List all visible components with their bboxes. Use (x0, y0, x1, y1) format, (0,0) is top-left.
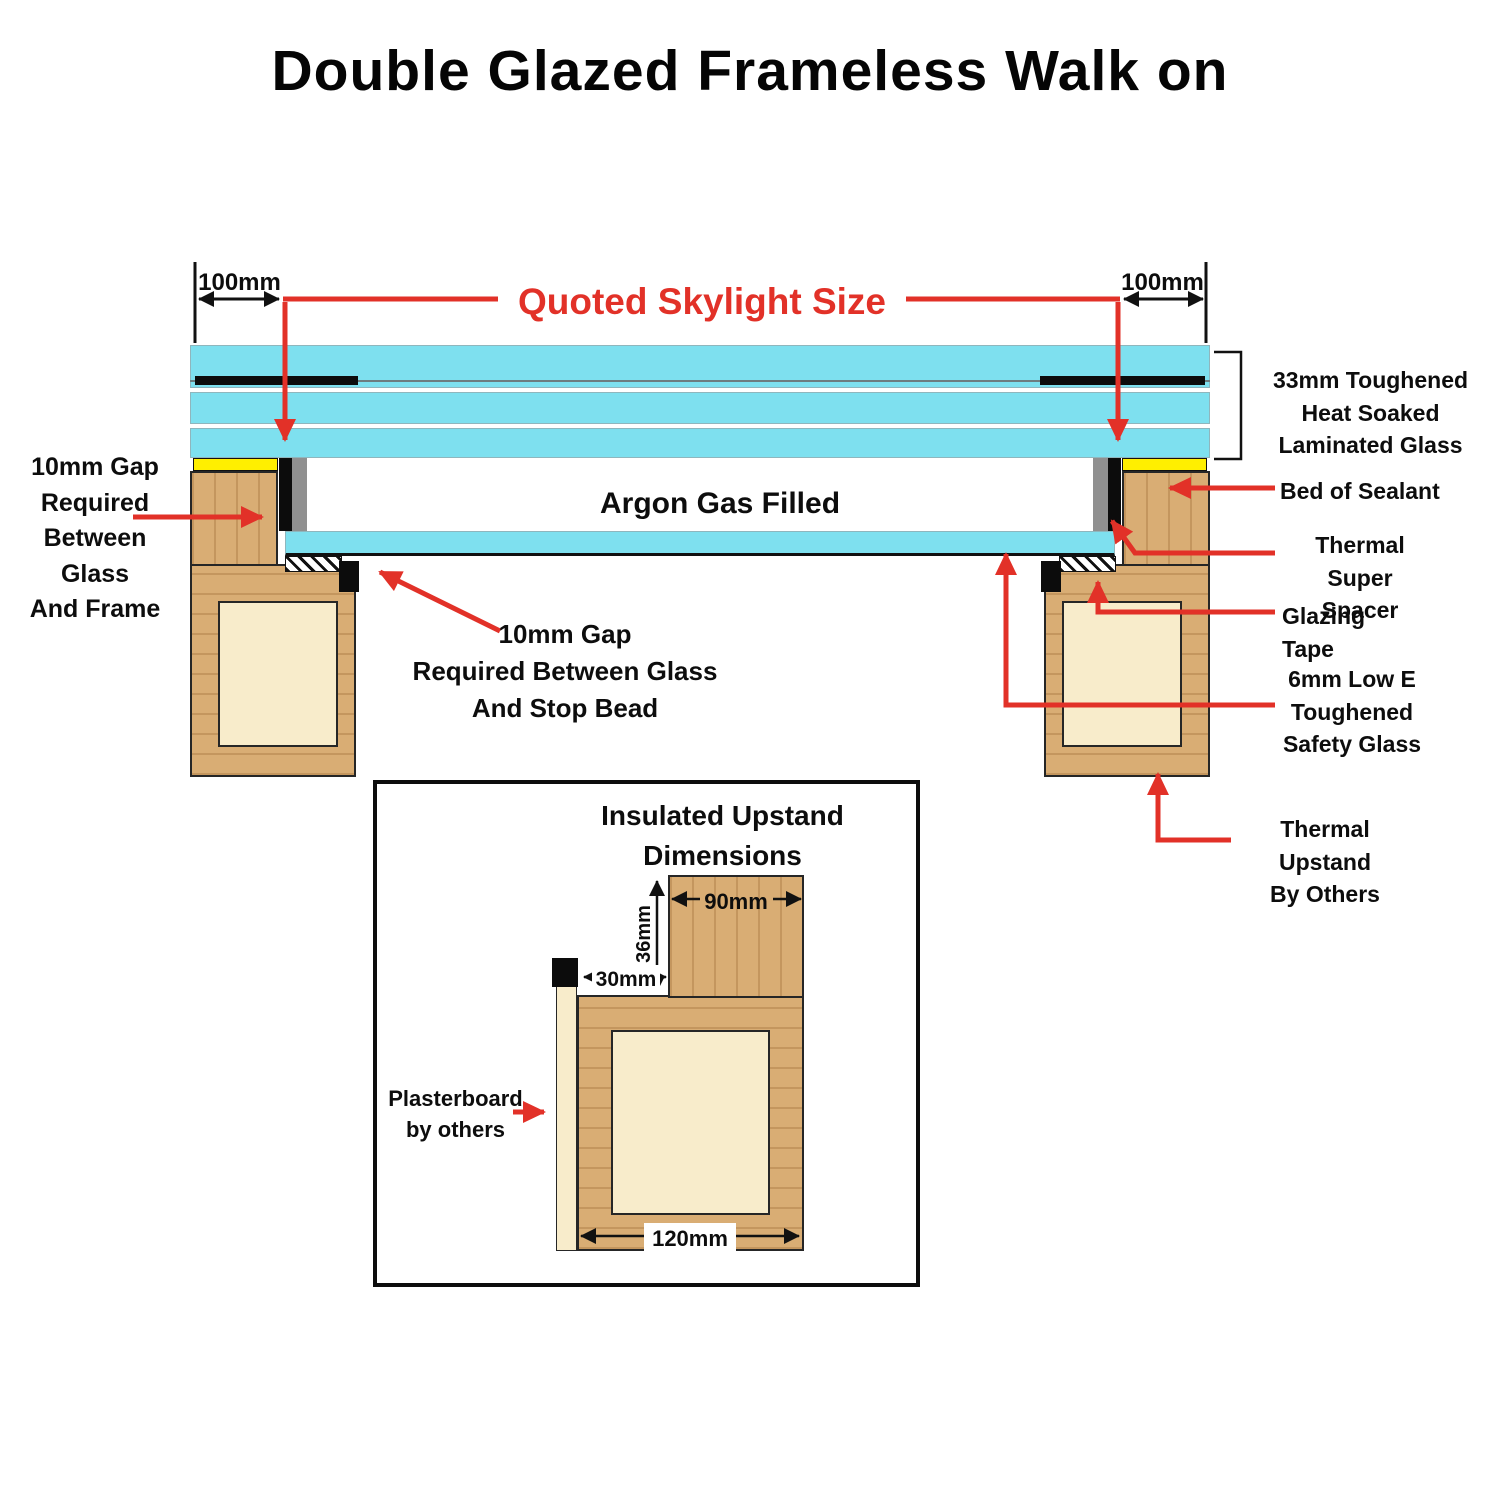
inset-dim-120mm: 120mm (644, 1223, 736, 1255)
quoted-skylight-size-label: Quoted Skylight Size (498, 276, 906, 329)
thermal-upstand-label: Thermal Upstand By Others (1270, 816, 1380, 908)
inset-dim-36mm: 36mm (633, 905, 655, 963)
dim-label-100mm-right: 100mm (1121, 269, 1204, 296)
top-glass-pane-2 (190, 392, 1210, 424)
edge-seal-right (1108, 458, 1121, 531)
left-gap-label: 10mm Gap Required Between Glass And Fram… (29, 453, 161, 623)
argon-gas-label: Argon Gas Filled (599, 487, 841, 520)
thermal-spacer-left (292, 458, 307, 531)
laminate-interlayer-left (195, 376, 358, 385)
bottom-glass-pane (285, 531, 1115, 556)
stop-bead-gap-label: 10mm Gap Required Between Glass And Stop… (412, 619, 718, 723)
laminated-glass-bracket (1214, 350, 1243, 461)
sealant-right (1122, 458, 1207, 471)
inset-dim-90mm: 90mm (704, 889, 768, 914)
inset-stop-bead (552, 958, 578, 987)
dim-label-100mm-left: 100mm (198, 269, 281, 296)
top-glass-pane-3 (190, 428, 1210, 458)
thermal-spacer-right (1093, 458, 1108, 531)
wood-frame-left-upstand (190, 471, 278, 566)
glazing-tape-left (285, 556, 342, 572)
low-e-glass-label: 6mm Low E Toughened Safety Glass (1282, 666, 1422, 758)
laminate-interlayer-right (1040, 376, 1205, 385)
laminated-glass-label: 33mm Toughened Heat Soaked Laminated Gla… (1272, 367, 1469, 459)
inset-upstand-lip (668, 875, 804, 998)
glazing-tape-label: Glazing Tape (1282, 603, 1366, 662)
edge-seal-left (279, 458, 292, 531)
inset-dim-30mm: 30mm (592, 965, 660, 995)
wood-frame-left-insulation (218, 601, 338, 747)
wood-frame-right-insulation (1062, 601, 1182, 747)
stop-bead-right (1041, 561, 1061, 592)
inset-upstand-insulation (611, 1030, 770, 1215)
laminate-interlayer-line (190, 380, 1210, 382)
inset-plasterboard-label: Plasterboard by others (388, 1086, 523, 1143)
stop-bead-left (339, 561, 359, 592)
page-title: Double Glazed Frameless Walk on (271, 39, 1229, 103)
glazing-tape-right (1059, 556, 1116, 572)
thermal-upstand-arrow (1147, 772, 1231, 843)
sealant-left (193, 458, 278, 471)
wood-frame-right-upstand (1122, 471, 1210, 566)
inset-plasterboard-strip (556, 985, 577, 1251)
bed-of-sealant-label: Bed of Sealant (1280, 478, 1440, 504)
inset-title: Insulated Upstand Dimensions (601, 800, 844, 871)
thermal-spacer-label: Thermal Super Spacer (1315, 532, 1405, 624)
